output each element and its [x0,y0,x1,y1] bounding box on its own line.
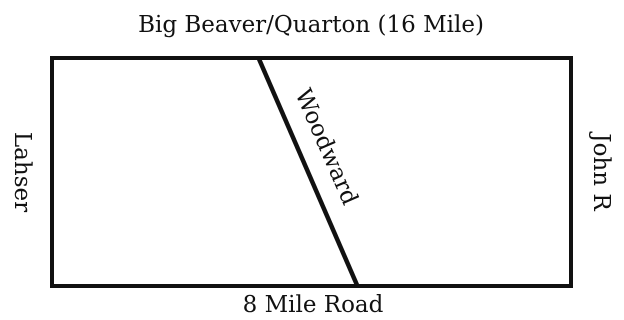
woodward-road-line [256,58,360,286]
woodward-road-label: Woodward [289,85,362,209]
south-road-label: 8 Mile Road [243,292,384,318]
boundary-rectangle [50,56,573,288]
east-road-label: John R [588,131,614,211]
north-road-label: Big Beaver/Quarton (16 Mile) [138,12,484,38]
west-road-label: Lahser [9,132,35,212]
